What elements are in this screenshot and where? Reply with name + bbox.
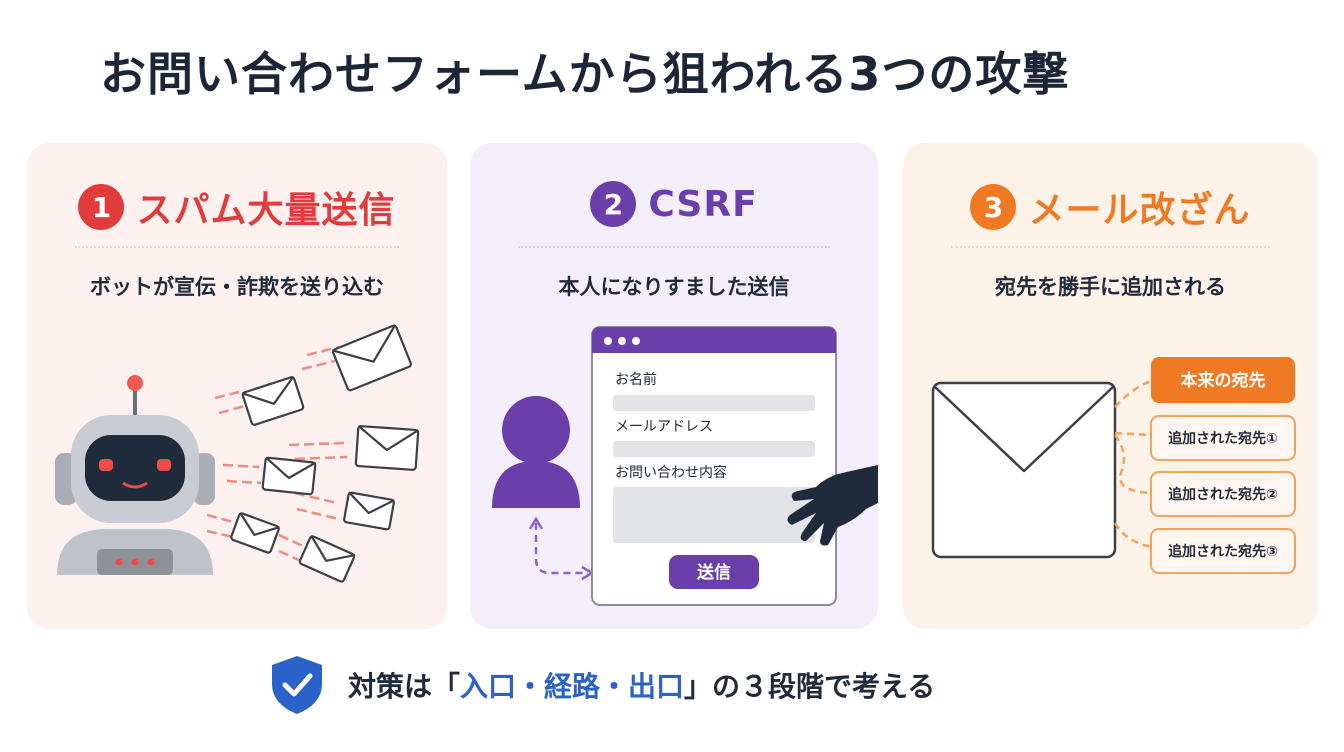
footer-highlight: 入口・経路・出口 xyxy=(460,670,685,703)
motion-lines xyxy=(206,345,348,563)
card-title: メール改ざん xyxy=(1028,190,1251,231)
footer-text: 対策は「入口・経路・出口」の３段階で考える xyxy=(348,665,935,705)
card-title: スパム大量送信 xyxy=(136,190,396,231)
robot-icon xyxy=(55,375,215,575)
added-recipient-box xyxy=(1150,528,1296,574)
shield-check-icon xyxy=(272,656,322,714)
submit-button[interactable] xyxy=(669,555,759,589)
card-header: 2 CSRF xyxy=(470,181,878,227)
added-recipient-label: 追加された宛先③ xyxy=(1168,543,1278,560)
card-title: CSRF xyxy=(648,183,758,225)
attacker-hand-icon xyxy=(787,465,878,546)
spam-illustration xyxy=(55,324,420,583)
divider xyxy=(75,246,399,248)
submit-button-label: 送信 xyxy=(697,562,731,583)
divider xyxy=(518,246,830,248)
footer-prefix: 対策は「 xyxy=(348,670,461,703)
added-recipient-box xyxy=(1150,415,1296,461)
connector-lines xyxy=(1113,379,1152,549)
added-recipient-box xyxy=(1150,471,1296,517)
person-icon xyxy=(492,396,580,508)
card-spam: 1 スパム大量送信 ボットが宣伝・詐欺を送り込む xyxy=(27,143,447,629)
number-badge: 2 xyxy=(590,181,637,227)
number-badge: 3 xyxy=(970,184,1017,230)
mail-illustration: 本来の宛先 追加された宛先① 追加された宛先② 追加された宛先③ xyxy=(931,357,1296,574)
form-label-message: お問い合わせ内容 xyxy=(615,464,727,481)
footer-suffix: 」の３段階で考える xyxy=(684,670,936,703)
added-recipient-label: 追加された宛先② xyxy=(1168,486,1278,503)
card-mail-tampering: 3 メール改ざん 宛先を勝手に追加される 本来の宛先 追加された宛先① 追加され… xyxy=(903,143,1318,629)
original-recipient-label: 本来の宛先 xyxy=(1181,370,1266,391)
form-label-email: メールアドレス xyxy=(615,419,713,435)
card-subtitle: 本人になりすました送信 xyxy=(558,275,790,299)
card-csrf: 2 CSRF 本人になりすました送信 お名前 メールアドレス お問い合わせ内 xyxy=(470,143,878,629)
envelope-icons xyxy=(230,324,420,583)
footer-countermeasure: 対策は「入口・経路・出口」の３段階で考える xyxy=(268,654,935,716)
number-badge: 1 xyxy=(78,184,125,230)
envelope-icon xyxy=(931,381,1117,559)
card-header: 3 メール改ざん xyxy=(903,181,1318,233)
card-header: 1 スパム大量送信 xyxy=(27,181,447,233)
divider xyxy=(951,246,1270,248)
form-window xyxy=(591,326,837,606)
csrf-illustration: お名前 メールアドレス お問い合わせ内容 送信 xyxy=(492,326,878,606)
card-subtitle: 宛先を勝手に追加される xyxy=(995,275,1226,299)
page-title: お問い合わせフォームから狙われる3つの攻撃 xyxy=(100,47,1070,101)
added-recipient-label: 追加された宛先① xyxy=(1168,430,1278,447)
card-subtitle: ボットが宣伝・詐欺を送り込む xyxy=(90,275,384,299)
original-recipient-box xyxy=(1151,357,1295,403)
form-label-name: お名前 xyxy=(615,371,657,388)
dashed-arrow xyxy=(534,523,588,575)
